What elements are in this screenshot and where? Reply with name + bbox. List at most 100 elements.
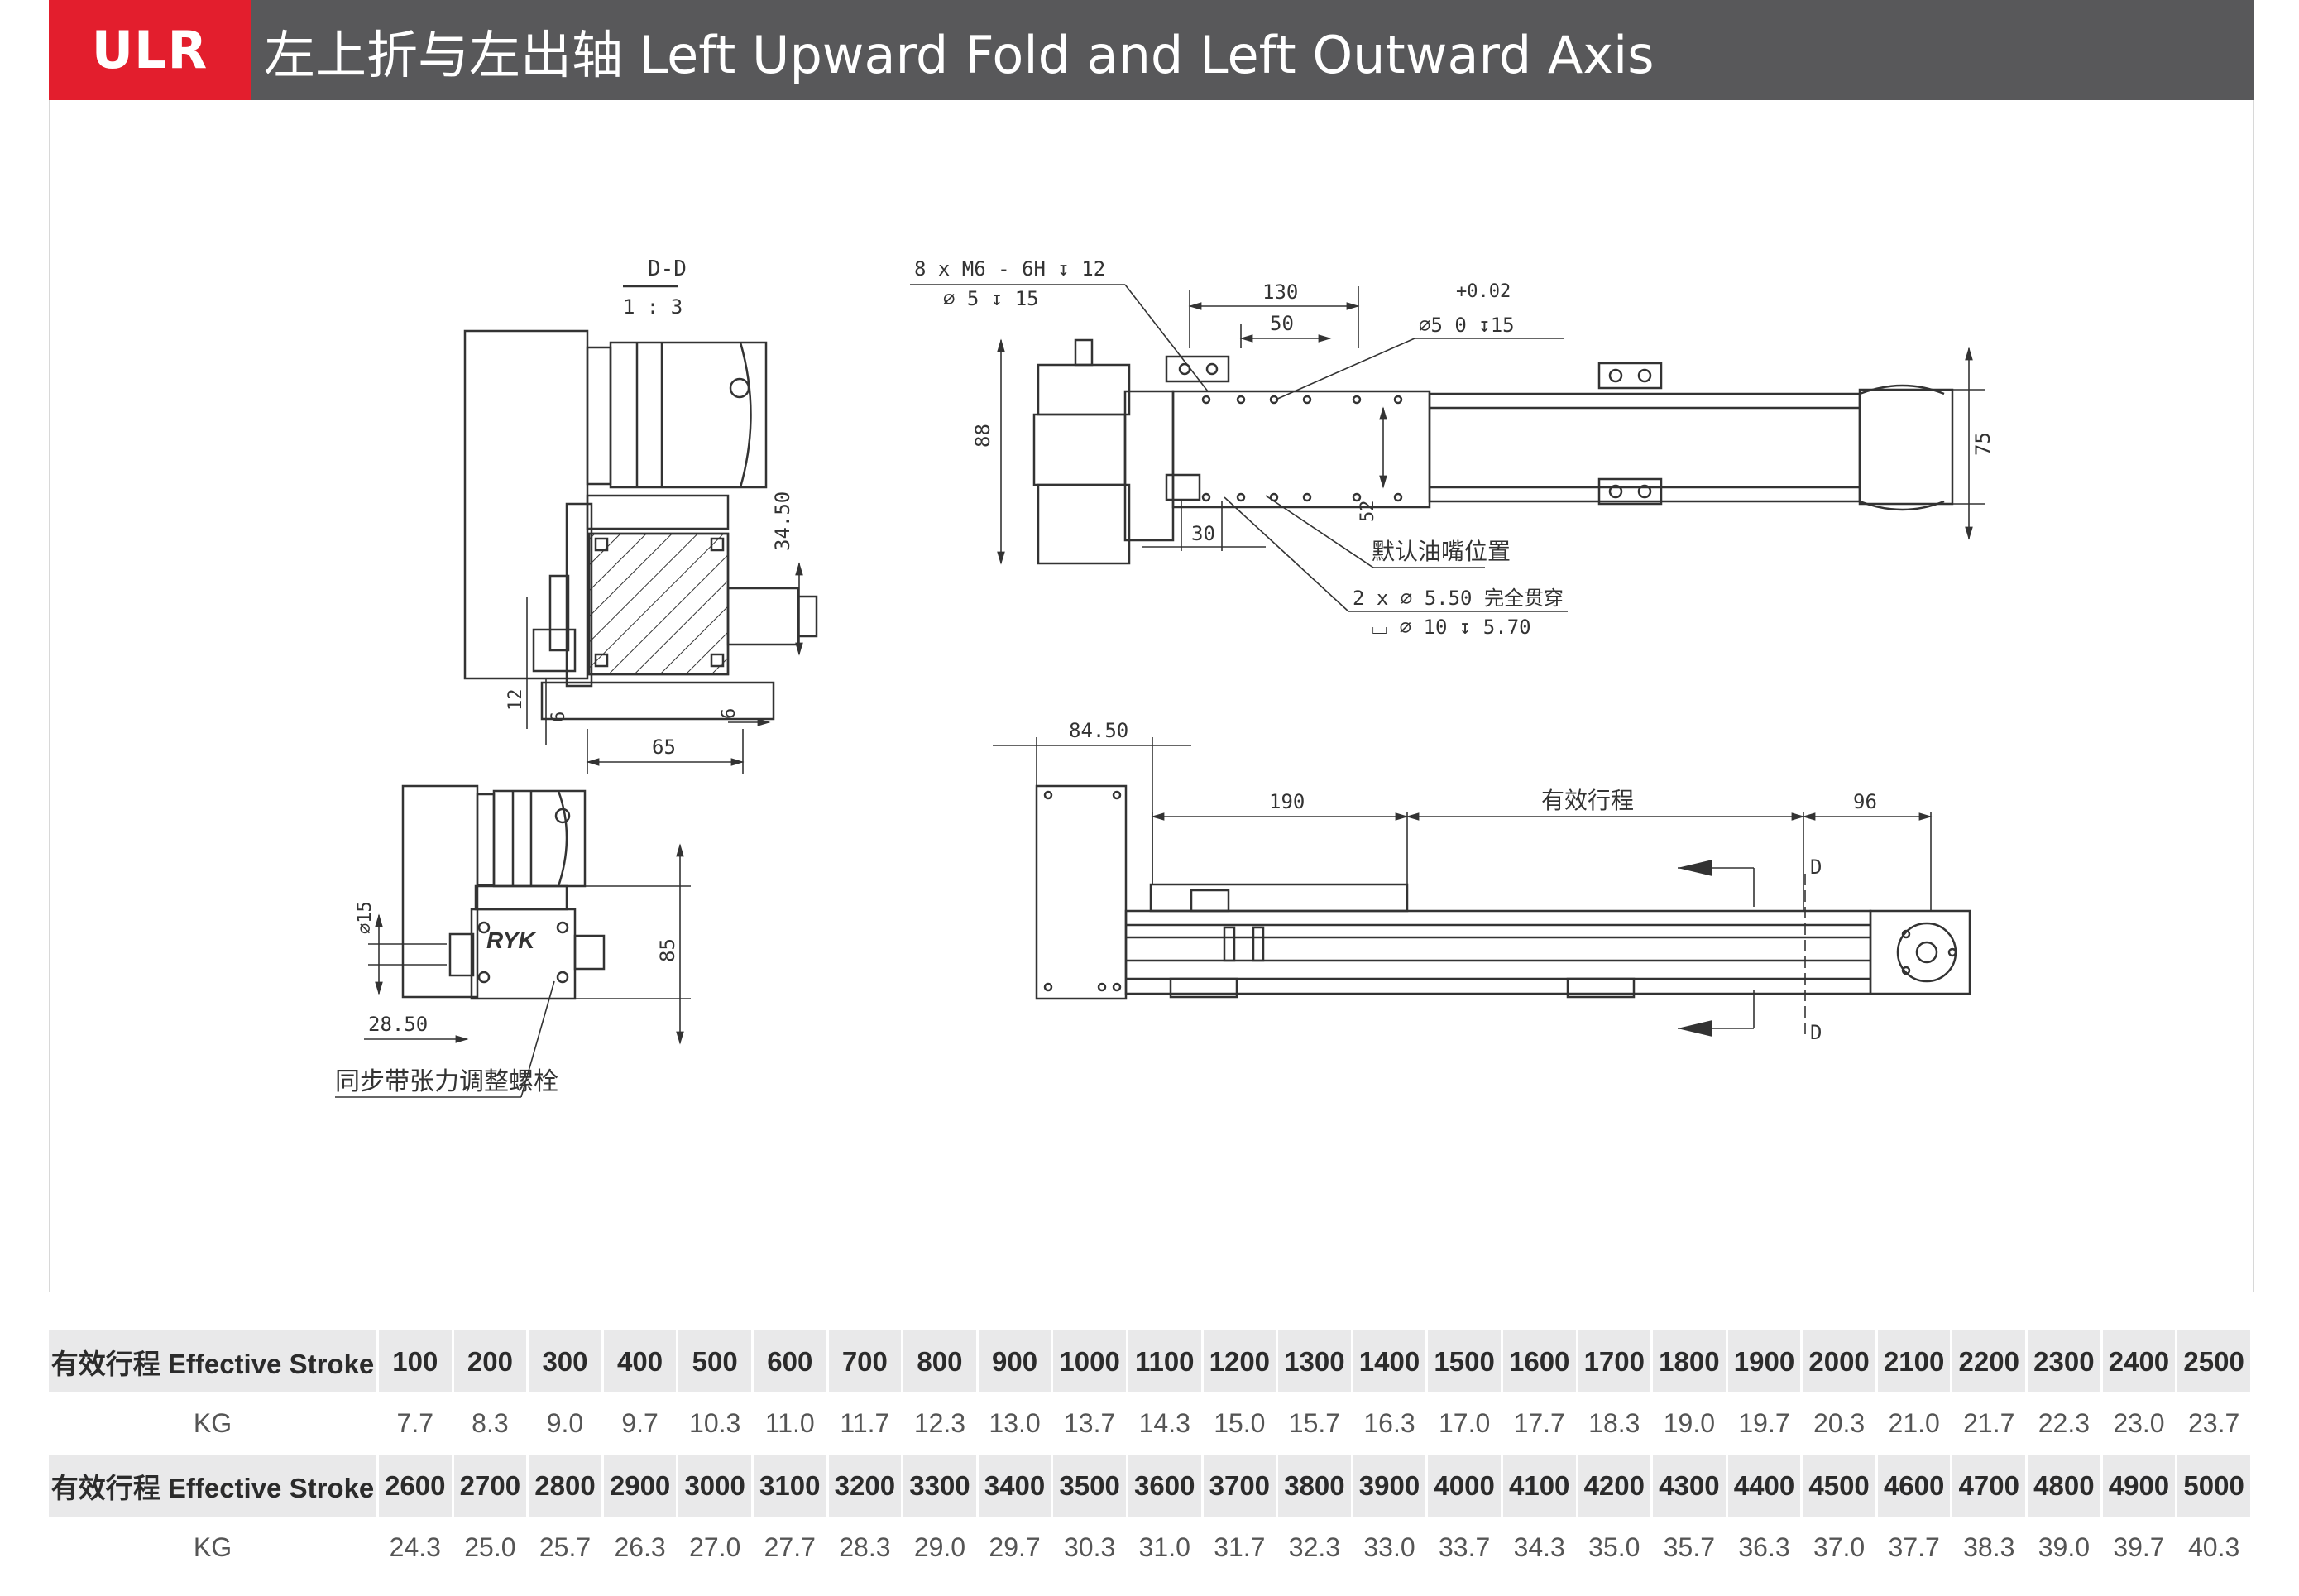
kg-cell: 40.3 [2176, 1517, 2253, 1579]
row-label: 有效行程 Effective Stroke [49, 1330, 379, 1392]
row-label: KG [49, 1392, 379, 1455]
dim-6-right: 6 [719, 708, 740, 719]
stroke-cell: 1500 [1426, 1330, 1503, 1392]
stroke-cell: 1200 [1202, 1330, 1279, 1392]
stroke-cell: 2700 [453, 1455, 529, 1517]
dim-88: 88 [971, 424, 994, 448]
kg-cell: 20.3 [1801, 1392, 1878, 1455]
stroke-cell: 1900 [1727, 1330, 1803, 1392]
dim-28-50: 28.50 [368, 1013, 428, 1036]
dim-30: 30 [1191, 522, 1215, 545]
kg-cell: 22.3 [2026, 1392, 2103, 1455]
kg-cell: 21.7 [1951, 1392, 2028, 1455]
stroke-cell: 4300 [1651, 1455, 1728, 1517]
dim-52: 52 [1358, 501, 1378, 523]
brand-mark: RYK [486, 927, 536, 953]
kg-cell: 21.0 [1876, 1392, 1953, 1455]
stroke-cell: 1400 [1352, 1330, 1429, 1392]
side-view: 84.50 190 有效行程 96 D D [993, 719, 1971, 1044]
row-label: KG [49, 1517, 379, 1579]
stroke-cell: 1000 [1051, 1330, 1128, 1392]
stroke-cell: 4100 [1502, 1455, 1578, 1517]
dim-84-50: 84.50 [1069, 719, 1128, 742]
kg-cell: 9.0 [527, 1392, 604, 1455]
stroke-cell: 2100 [1876, 1330, 1953, 1392]
stroke-cell: 3000 [677, 1455, 754, 1517]
stroke-cell: 600 [752, 1330, 829, 1392]
stroke-cell: 100 [377, 1330, 454, 1392]
stroke-cell: 1300 [1276, 1330, 1353, 1392]
kg-cell: 14.3 [1127, 1392, 1204, 1455]
kg-cell: 37.0 [1801, 1517, 1878, 1579]
stroke-cell: 4000 [1426, 1455, 1503, 1517]
stroke-cell: 200 [453, 1330, 529, 1392]
stroke-cell: 3700 [1202, 1455, 1279, 1517]
through-spec-2: ⌴ ⌀ 10 ↧ 5.70 [1372, 616, 1531, 639]
kg-cell: 31.7 [1202, 1517, 1279, 1579]
stroke-cell: 3900 [1352, 1455, 1429, 1517]
stroke-cell: 3600 [1127, 1455, 1204, 1517]
technical-drawing: D-D 1 : 3 34.50 12 6 [335, 256, 1995, 1098]
kg-cell: 33.7 [1426, 1517, 1503, 1579]
end-view-motor [401, 784, 479, 999]
kg-cell: 36.3 [1727, 1517, 1803, 1579]
dim-65: 65 [652, 736, 676, 759]
kg-cell: 23.7 [2176, 1392, 2253, 1455]
kg-cell: 15.0 [1202, 1392, 1279, 1455]
stroke-cell: 500 [677, 1330, 754, 1392]
gear-housing [609, 341, 768, 489]
stroke-cell: 4700 [1951, 1455, 2028, 1517]
stroke-cell: 2500 [2176, 1330, 2253, 1392]
kg-cell: 19.0 [1651, 1392, 1728, 1455]
tension-bolt-label: 同步带张力调整螺栓 [335, 1067, 558, 1096]
hole-spec-1: 8 x M6 - 6H ↧ 12 [914, 257, 1105, 280]
end-pulley [1896, 922, 1957, 983]
kg-cell: 13.7 [1051, 1392, 1128, 1455]
stroke-cell: 2900 [602, 1455, 679, 1517]
dim-12: 12 [505, 689, 526, 712]
kg-cell: 26.3 [602, 1517, 679, 1579]
stroke-cell: 800 [902, 1330, 979, 1392]
kg-cell: 25.7 [527, 1517, 604, 1579]
kg-cell: 9.7 [602, 1392, 679, 1455]
kg-cell: 12.3 [902, 1392, 979, 1455]
stroke-cell: 4500 [1801, 1455, 1878, 1517]
kg-cell: 17.0 [1426, 1392, 1503, 1455]
section-label: D-D [648, 256, 687, 281]
stroke-cell: 900 [977, 1330, 1054, 1392]
kg-cell: 15.7 [1276, 1392, 1353, 1455]
stroke-cell: 1800 [1651, 1330, 1728, 1392]
kg-cell: 29.7 [977, 1517, 1054, 1579]
dim-85: 85 [656, 938, 679, 962]
stroke-cell: 700 [827, 1330, 904, 1392]
end-view: RYK 85 ⌀15 28.50 同步带张力调整螺栓 [335, 784, 691, 1098]
kg-cell: 29.0 [902, 1517, 979, 1579]
kg-cell: 25.0 [453, 1517, 529, 1579]
kg-cell: 27.7 [752, 1517, 829, 1579]
kg-cell: 27.0 [677, 1517, 754, 1579]
stroke-cell: 5000 [2176, 1455, 2253, 1517]
kg-cell: 10.3 [677, 1392, 754, 1455]
stroke-cell: 400 [602, 1330, 679, 1392]
stroke-cell: 3500 [1051, 1455, 1128, 1517]
kg-cell: 35.7 [1651, 1517, 1728, 1579]
page-title: 左上折与左出轴 Left Upward Fold and Left Outwar… [264, 24, 1655, 85]
oil-nozzle-label: 默认油嘴位置 [1372, 538, 1511, 565]
stroke-cell: 4600 [1876, 1455, 1953, 1517]
section-view-dd: D-D 1 : 3 34.50 12 6 [463, 256, 818, 774]
kg-cell: 23.0 [2101, 1392, 2178, 1455]
dim-d15: ⌀15 [355, 901, 376, 934]
stroke-cell: 1600 [1502, 1330, 1578, 1392]
top-view-gearbox [1032, 413, 1127, 486]
side-view-motor [1035, 784, 1128, 1000]
stroke-cell: 4400 [1727, 1455, 1803, 1517]
kg-cell: 8.3 [453, 1392, 529, 1455]
dim-34-50: 34.50 [771, 491, 794, 551]
kg-cell: 34.3 [1502, 1517, 1578, 1579]
stroke-cell: 3800 [1276, 1455, 1353, 1517]
dim-50: 50 [1270, 312, 1294, 335]
